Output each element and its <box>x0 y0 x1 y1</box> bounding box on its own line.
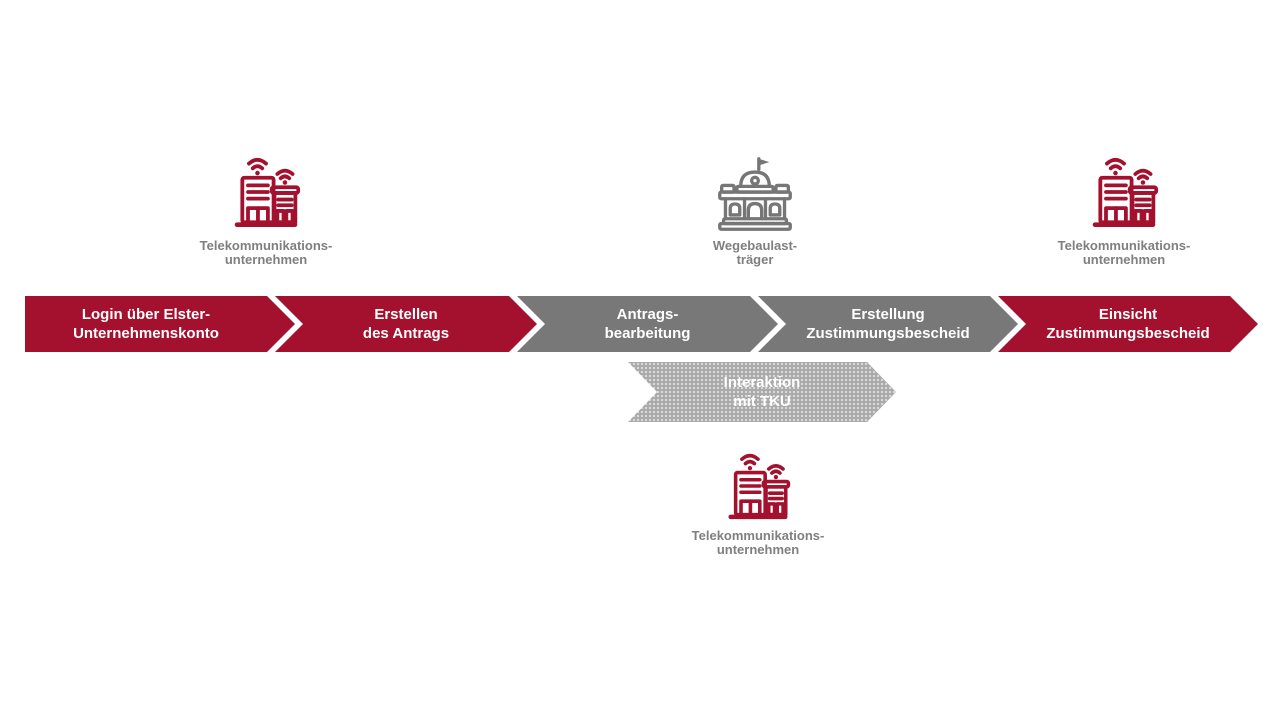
actor-caption: Telekommunikations- unternehmen <box>166 239 366 267</box>
step-label-line: Antrags- <box>616 306 679 323</box>
actor-tku-top-right: Telekommunikations- unternehmen <box>1024 150 1224 267</box>
step-label-line: Erstellung <box>851 306 925 323</box>
step-label-line: Zustimmungsbescheid <box>806 325 970 342</box>
step-label-line: Login über Elster- <box>81 306 211 323</box>
caption-line: Wegebaulast- <box>712 238 798 253</box>
step-label-line: Interaktion <box>723 374 801 391</box>
step-label-line: des Antrags <box>362 325 450 342</box>
caption-line: Telekommunikations- <box>199 238 333 253</box>
actor-tku-top-left: Telekommunikations- unternehmen <box>166 150 366 267</box>
step-label-line: bearbeitung <box>604 325 691 342</box>
caption-line: unternehmen <box>224 252 308 267</box>
caption-line: träger <box>736 252 774 267</box>
actor-wegebaulasttraeger: Wegebaulast- träger <box>655 154 855 267</box>
process-step-erstellen-antrag: Erstellen des Antrags <box>275 296 537 352</box>
step-label-line: Erstellen <box>374 306 438 323</box>
process-step-einsicht-bescheid: Einsicht Zustimmungsbescheid <box>998 296 1258 352</box>
process-step-login: Login über Elster- Unternehmenskonto <box>25 296 295 352</box>
process-step-erstellung-bescheid: Erstellung Zustimmungsbescheid <box>758 296 1018 352</box>
sub-step-interaktion-tku: Interaktion mit TKU <box>628 362 896 422</box>
caption-line: unternehmen <box>1082 252 1166 267</box>
actor-caption: Wegebaulast- träger <box>655 239 855 267</box>
caption-line: Telekommunikations- <box>691 528 825 543</box>
actor-tku-bottom: Telekommunikations- unternehmen <box>658 448 858 557</box>
telecom-buildings-icon <box>1092 157 1159 228</box>
step-label-line: Einsicht <box>1098 306 1158 323</box>
telecom-buildings-icon <box>234 157 301 228</box>
step-label-line: Zustimmungsbescheid <box>1046 325 1210 342</box>
actor-caption: Telekommunikations- unternehmen <box>658 529 858 557</box>
telecom-buildings-icon <box>728 453 791 520</box>
actor-caption: Telekommunikations- unternehmen <box>1024 239 1224 267</box>
government-building-icon <box>718 157 792 231</box>
step-label-line: mit TKU <box>733 393 791 410</box>
step-label-line: Unternehmenskonto <box>73 325 219 342</box>
caption-line: Telekommunikations- <box>1057 238 1191 253</box>
process-step-antragsbearbeitung: Antrags- bearbeitung <box>517 296 778 352</box>
caption-line: unternehmen <box>716 542 800 557</box>
